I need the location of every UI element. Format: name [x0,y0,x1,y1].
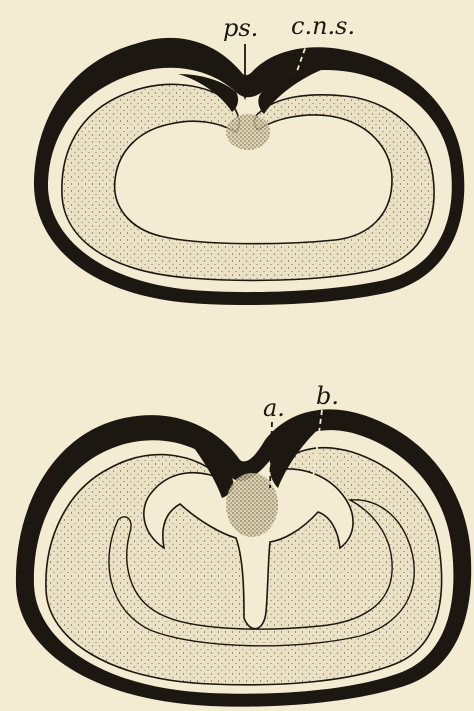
label-b: b. [316,384,339,408]
lower-groove-density [226,473,278,537]
upper-groove-density [226,114,270,150]
label-ps: ps. [223,16,258,40]
label-a: a. [263,396,285,420]
upper-section-diagram [34,38,464,305]
label-cns: c.n.s. [291,14,355,38]
lower-section-diagram [16,409,471,706]
